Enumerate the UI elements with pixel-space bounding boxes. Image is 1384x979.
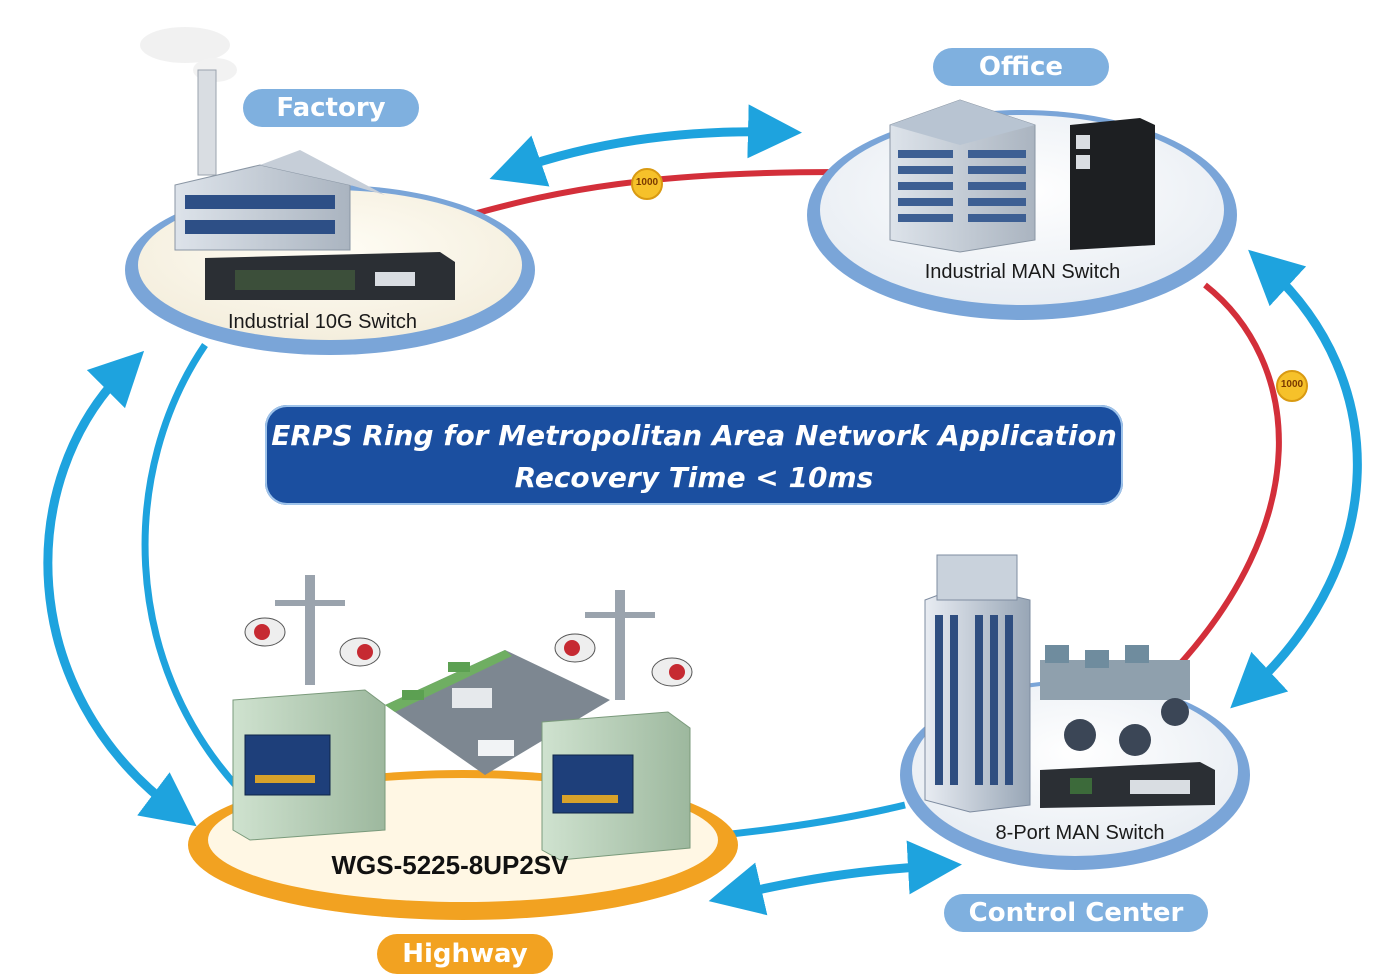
control-center-node <box>900 554 1250 870</box>
industrial-man-switch-icon <box>1070 118 1155 250</box>
site-label-factory: Factory <box>243 89 419 127</box>
device-label-office: Industrial MAN Switch <box>924 261 1121 283</box>
link-speed-label: 1000 <box>1280 379 1304 390</box>
link-speed-badge-right <box>1276 370 1308 402</box>
arrow-factory-office <box>489 104 802 187</box>
arrow-office-control <box>1230 249 1362 709</box>
device-label-highway: WGS-5225-8UP2SV <box>331 850 569 880</box>
8-port-man-switch-icon <box>1040 762 1215 808</box>
ring-cable-factory-highway <box>141 343 243 793</box>
wgs-switch-icon <box>552 754 634 814</box>
site-label-highway: Highway <box>377 934 553 974</box>
wgs-switch-icon <box>244 734 331 796</box>
link-speed-label: 1000 <box>635 177 659 188</box>
link-speed-badge-top <box>631 168 663 200</box>
arrow-highway-control <box>708 840 962 916</box>
fiber-office-control <box>1162 282 1282 683</box>
factory-node <box>125 27 535 355</box>
site-label-control-center: Control Center <box>944 894 1208 932</box>
arrow-factory-highway <box>43 350 197 827</box>
site-label-office: Office <box>933 48 1109 86</box>
diagram-title-box: ERPS Ring for Metropolitan Area Network … <box>265 405 1123 505</box>
office-node <box>807 99 1237 320</box>
device-label-control-center: 8-Port MAN Switch <box>995 822 1165 844</box>
device-label-factory: Industrial 10G Switch <box>228 311 417 333</box>
diagram-title: ERPS Ring for Metropolitan Area Network … <box>271 419 1117 452</box>
highway-node <box>188 575 738 920</box>
diagram-subtitle: Recovery Time < 10ms <box>514 461 874 494</box>
